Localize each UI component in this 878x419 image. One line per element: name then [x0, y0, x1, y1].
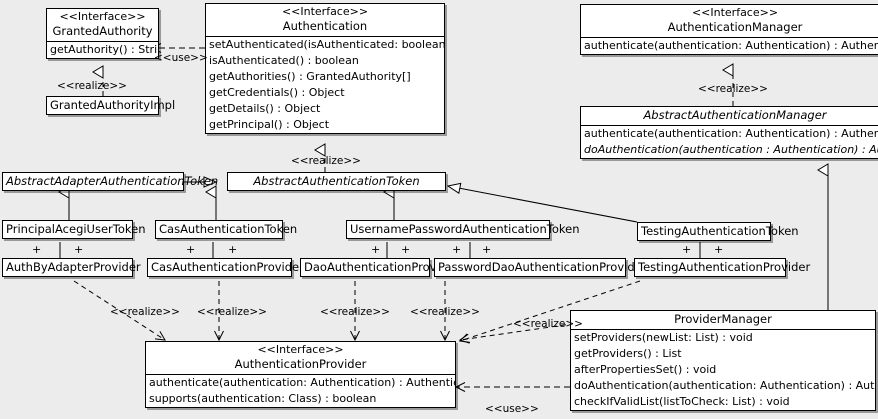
class-operations-authentication: setAuthenticated(isAuthenticated: boolea…: [206, 37, 444, 133]
class-box-authentication-provider[interactable]: <<Interface>> AuthenticationProvider aut…: [145, 341, 456, 408]
class-name-label: Authentication: [282, 19, 368, 33]
class-box-granted-authority-impl[interactable]: GrantedAuthorityImpl: [46, 96, 176, 115]
operation-row: setProviders(newList: List) : void: [574, 331, 753, 344]
class-box-auth-by-adapter-provider[interactable]: AuthByAdapterProvider: [2, 258, 141, 277]
edge-label-use-providermanager-authenticationprovider: <<use>>: [485, 403, 539, 415]
multiplicity-mark-principal-left: +: [32, 243, 42, 256]
operation-row: authenticate(authentication: Authenticat…: [149, 376, 455, 389]
multiplicity-mark-testing-right: +: [714, 243, 724, 256]
class-box-dao-authentication-provider[interactable]: DaoAuthenticationProvider: [300, 258, 459, 277]
class-header-authentication-manager: <<Interface>> AuthenticationManager: [581, 5, 878, 38]
class-box-cas-authentication-token[interactable]: CasAuthenticationToken: [155, 220, 298, 239]
class-name-label: PasswordDaoAuthenticationProvider: [438, 260, 647, 274]
operation-row: doAuthentication(authentication : Authen…: [584, 143, 878, 156]
multiplicity-mark-upat-3: +: [452, 243, 462, 256]
operation-row: isAuthenticated() : boolean: [209, 54, 359, 67]
class-name-label: ProviderManager: [674, 312, 772, 326]
class-name-label: DaoAuthenticationProvider: [304, 260, 459, 274]
stereotype-label: <<Interface>>: [281, 5, 369, 18]
class-operations-authentication-provider: authenticate(authentication: Authenticat…: [146, 375, 455, 407]
edge-label-realize-abstractauthenticationmanager: <<realize>>: [698, 83, 768, 95]
multiplicity-mark-principal-right: +: [74, 243, 84, 256]
operation-row: authenticate(authentication: Authenticat…: [584, 127, 878, 140]
operation-row: getPrincipal() : Object: [209, 118, 330, 131]
edge-label-realize-casauthenticationprovider: <<realize>>: [197, 306, 267, 318]
edge-label-realize-grantedauthorityimpl: <<realize>>: [57, 80, 127, 92]
class-box-testing-authentication-provider[interactable]: TestingAuthenticationProvider: [634, 258, 811, 277]
operation-row: getAuthorities() : GrantedAuthority[]: [209, 70, 411, 83]
multiplicity-mark-cas-left: +: [186, 243, 196, 256]
class-name-label: AuthenticationManager: [667, 20, 803, 34]
operation-row: doAuthentication(authentication: Authent…: [574, 379, 875, 392]
edge-label-realize-abstractauthenticationtoken: <<realize>>: [291, 155, 361, 167]
class-name-label: AbstractAuthenticationManager: [643, 108, 827, 122]
class-box-abstract-authentication-token[interactable]: AbstractAuthenticationToken: [227, 172, 446, 191]
class-box-cas-authentication-provider[interactable]: CasAuthenticationProvider: [147, 258, 304, 277]
edge-label-use-authentication-grantedauthority: <<use>>: [154, 52, 208, 64]
class-header-granted-authority: <<Interface>> GrantedAuthority: [47, 9, 158, 42]
operation-row: setAuthenticated(isAuthenticated: boolea…: [209, 38, 444, 51]
class-header-provider-manager: ProviderManager: [571, 311, 875, 330]
stereotype-label: <<Interface>>: [257, 343, 344, 356]
class-operations-abstract-authentication-manager: authenticate(authentication: Authenticat…: [581, 126, 878, 158]
class-name-label: AuthenticationProvider: [234, 357, 367, 371]
class-box-abstract-adapter-authentication-token[interactable]: AbstractAdapterAuthenticationToken: [2, 172, 219, 191]
operation-row: authenticate(authentication: Authenticat…: [584, 39, 878, 52]
class-name-label: GrantedAuthority: [52, 24, 153, 38]
class-name-label: AbstractAuthenticationToken: [253, 174, 420, 188]
class-name-label: UsernamePasswordAuthenticationToken: [350, 222, 580, 236]
edge-label-realize-authbyadapterprovider: <<realize>>: [110, 306, 180, 318]
class-operations-authentication-manager: authenticate(authentication: Authenticat…: [581, 38, 878, 54]
operation-row: getDetails() : Object: [209, 102, 321, 115]
operation-row: afterPropertiesSet() : void: [574, 363, 717, 376]
multiplicity-mark-testing-left: +: [682, 243, 692, 256]
stereotype-label: <<Interface>>: [59, 10, 146, 23]
class-box-username-password-authentication-token[interactable]: UsernamePasswordAuthenticationToken: [346, 220, 580, 239]
edge-label-realize-passworddaoauthenticationprovider: <<realize>>: [410, 306, 480, 318]
class-operations-provider-manager: setProviders(newList: List) : void getPr…: [571, 330, 875, 410]
class-name-label: PrincipalAcegiUserToken: [6, 222, 146, 236]
class-box-abstract-authentication-manager[interactable]: AbstractAuthenticationManager authentica…: [580, 106, 878, 159]
class-box-granted-authority[interactable]: <<Interface>> GrantedAuthority getAuthor…: [46, 8, 159, 59]
multiplicity-mark-upat-1: +: [371, 243, 381, 256]
class-operations-granted-authority: getAuthority() : String: [47, 42, 158, 58]
class-name-label: CasAuthenticationProvider: [151, 260, 304, 274]
operation-row: getAuthority() : String: [50, 43, 158, 56]
multiplicity-mark-upat-4: +: [482, 243, 492, 256]
class-box-testing-authentication-token[interactable]: TestingAuthenticationToken: [637, 222, 799, 241]
class-box-provider-manager[interactable]: ProviderManager setProviders(newList: Li…: [570, 310, 876, 411]
operation-row: getCredentials() : Object: [209, 86, 345, 99]
operation-row: getProviders() : List: [574, 347, 682, 360]
class-box-principal-acegi-user-token[interactable]: PrincipalAcegiUserToken: [2, 220, 146, 239]
edge-label-realize-providermanager: <<realize>>: [513, 318, 583, 330]
operation-row: supports(authentication: Class) : boolea…: [149, 392, 377, 405]
class-name-label: CasAuthenticationToken: [159, 222, 298, 236]
class-header-authentication-provider: <<Interface>> AuthenticationProvider: [146, 342, 455, 375]
class-box-authentication[interactable]: <<Interface>> Authentication setAuthenti…: [205, 3, 445, 134]
class-name-label: GrantedAuthorityImpl: [50, 98, 176, 112]
edge-generalize-testingauthenticationtoken: [448, 186, 638, 223]
multiplicity-mark-upat-2: +: [401, 243, 411, 256]
class-name-label: AuthByAdapterProvider: [6, 260, 141, 274]
multiplicity-mark-cas-right: +: [228, 243, 238, 256]
class-name-label: TestingAuthenticationToken: [641, 224, 799, 238]
class-name-label: AbstractAdapterAuthenticationToken: [6, 174, 219, 188]
class-box-authentication-manager[interactable]: <<Interface>> AuthenticationManager auth…: [580, 4, 878, 55]
class-name-label: TestingAuthenticationProvider: [638, 260, 811, 274]
edge-label-realize-daoauthenticationprovider: <<realize>>: [320, 306, 390, 318]
stereotype-label: <<Interface>>: [691, 6, 779, 19]
class-box-password-dao-authentication-provider[interactable]: PasswordDaoAuthenticationProvider: [434, 258, 647, 277]
operation-row: checkIfValidList(listToCheck: List) : vo…: [574, 395, 790, 408]
class-header-authentication: <<Interface>> Authentication: [206, 4, 444, 37]
class-header-abstract-authentication-manager: AbstractAuthenticationManager: [581, 107, 878, 126]
